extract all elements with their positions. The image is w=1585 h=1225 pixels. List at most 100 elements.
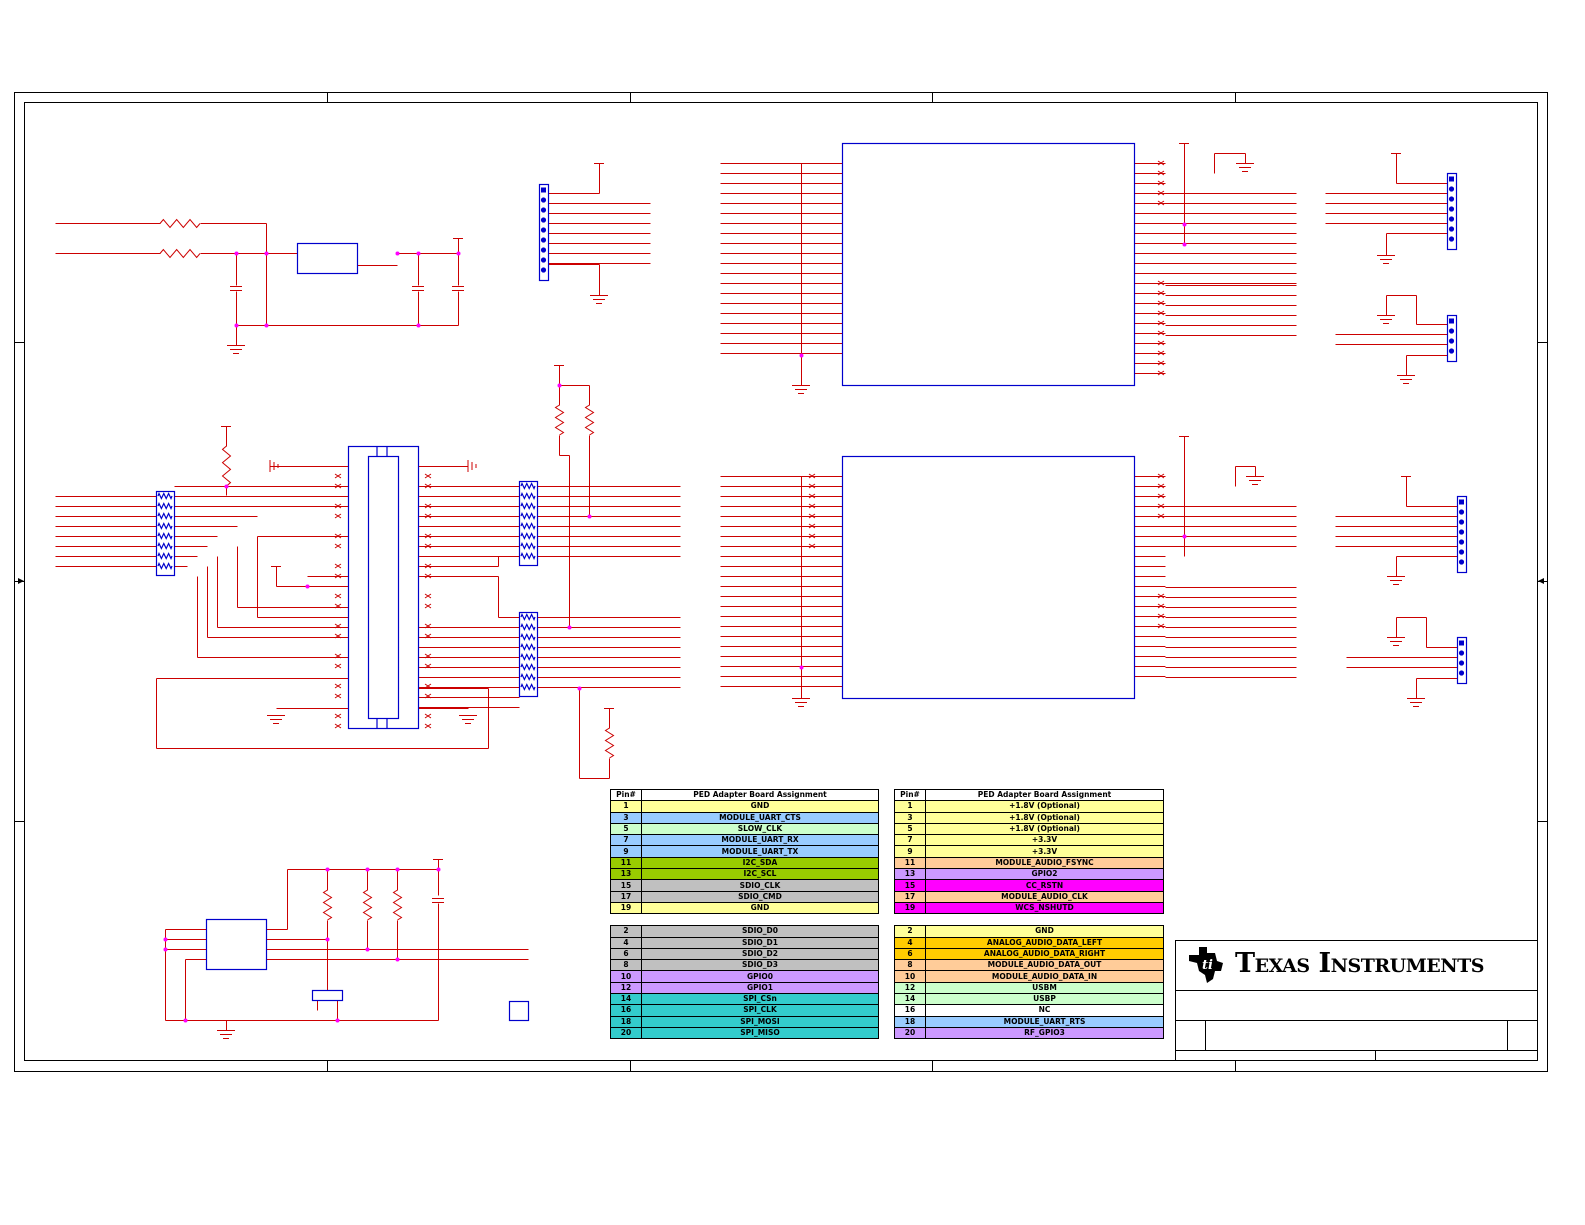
- no-connect-mark: [808, 523, 816, 529]
- ground-symbol: [1387, 576, 1405, 585]
- no-connect-mark: [334, 543, 342, 549]
- no-connect-mark: [334, 693, 342, 699]
- resistor-symbol: [159, 218, 201, 229]
- pin-dot: [1458, 519, 1465, 525]
- pin-number: 3: [894, 811, 926, 824]
- pin-number: 15: [610, 879, 642, 892]
- no-connect-mark: [334, 713, 342, 719]
- pin-dot: [1458, 660, 1465, 666]
- pin-assignment: SDIO_D2: [641, 947, 879, 961]
- pin-assignment: I2C_SDA: [641, 856, 879, 870]
- junction-dot: [224, 484, 229, 489]
- no-connect-mark: [1157, 180, 1165, 186]
- level-shifter-ic-top: [841, 142, 1136, 387]
- pin-1-square: [1449, 318, 1454, 324]
- table-spacer: [894, 913, 1164, 927]
- no-connect-mark: [808, 543, 816, 549]
- ground-symbol: [267, 715, 285, 724]
- junction-dot: [305, 584, 310, 589]
- pin-header-j2: [1446, 172, 1458, 251]
- resistor-network-element: [520, 623, 536, 631]
- ground-symbol: [269, 460, 279, 472]
- pin-number: 17: [894, 890, 926, 903]
- pin-dot: [1448, 196, 1455, 202]
- no-connect-mark: [1157, 280, 1165, 286]
- ground-symbol: [1397, 375, 1415, 384]
- junction-dot: [234, 251, 239, 256]
- no-connect-mark: [334, 723, 342, 729]
- regulator-ic: [296, 242, 359, 275]
- pin-row: 3+1.8V (Optional): [894, 811, 1164, 824]
- capacitor-symbol: [432, 898, 444, 903]
- resistor-network-element: [520, 492, 536, 500]
- pin-number: 13: [610, 868, 642, 881]
- no-connect-mark: [1157, 503, 1165, 509]
- pin-assignment: +1.8V (Optional): [925, 811, 1164, 824]
- resistor-network-element: [520, 683, 536, 691]
- pin-assignment: WCS_NSHUTD: [925, 901, 1164, 915]
- resistor-symbol: [554, 404, 565, 436]
- frame-arrow-marks: [18, 578, 1544, 584]
- pin-assignment: GPIO2: [925, 868, 1164, 881]
- no-connect-mark: [334, 683, 342, 689]
- pin-number: 15: [894, 879, 926, 892]
- eeprom-ic: [205, 918, 268, 971]
- capacitor-symbol: [230, 286, 242, 291]
- pin-row: 7+3.3V: [894, 834, 1164, 847]
- ground-symbol: [792, 698, 810, 707]
- no-connect-mark: [1157, 603, 1165, 609]
- no-connect-mark: [1157, 513, 1165, 519]
- pin-dot: [1448, 186, 1455, 192]
- resistor-network-element: [157, 522, 173, 530]
- junction-dot: [325, 937, 330, 942]
- pin-dot: [540, 247, 547, 253]
- pin-number: 14: [894, 993, 926, 1006]
- capacitor-symbol: [412, 286, 424, 291]
- junction-dot: [567, 625, 572, 630]
- resistor-network-element: [520, 613, 536, 621]
- pin-assignment: MODULE_UART_RTS: [925, 1015, 1164, 1028]
- resistor-symbol: [604, 727, 615, 759]
- level-shifter-ic-bottom: [841, 455, 1136, 700]
- resistor-network-element: [157, 542, 173, 550]
- pin-number: 10: [894, 970, 926, 983]
- pin-assignment: GND: [641, 901, 879, 915]
- no-connect-mark: [1157, 340, 1165, 346]
- pin-number: 12: [610, 981, 642, 995]
- pin-assignment: MODULE_UART_TX: [641, 845, 879, 858]
- pin-assignment: MODULE_AUDIO_FSYNC: [925, 856, 1164, 870]
- no-connect-mark: [1157, 473, 1165, 479]
- no-connect-mark: [334, 503, 342, 509]
- no-connect-mark: [1157, 613, 1165, 619]
- no-connect-mark: [334, 623, 342, 629]
- pin-dot: [1448, 206, 1455, 212]
- junction-layer: [163, 222, 1187, 1023]
- no-connect-mark: [334, 563, 342, 569]
- test-point: [508, 1000, 530, 1022]
- resistor-network-element: [520, 482, 536, 490]
- pin-number: 11: [894, 856, 926, 870]
- pin-assignment: GND: [641, 800, 879, 813]
- resistor-network-element: [157, 552, 173, 560]
- ground-symbol: [590, 295, 608, 304]
- wire-layer: [55, 143, 1458, 1039]
- no-connect-mark: [334, 663, 342, 669]
- pin-assignment: SPI_CLK: [641, 1004, 879, 1017]
- junction-dot: [395, 251, 400, 256]
- pin-dot: [1458, 509, 1465, 515]
- no-connect-mark: [808, 473, 816, 479]
- junction-dot: [395, 867, 400, 872]
- pin-assignment: NC: [925, 1004, 1164, 1017]
